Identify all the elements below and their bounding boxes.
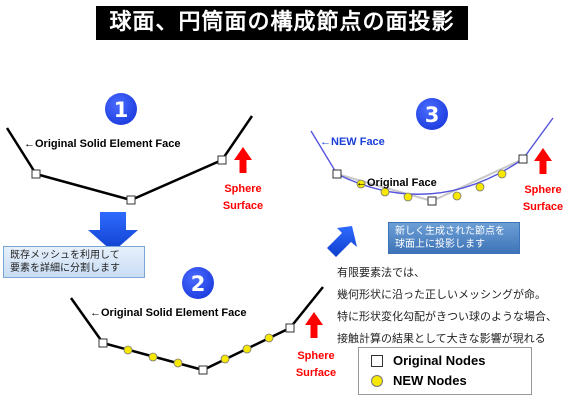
note-line: 球面上に投影します: [395, 239, 485, 250]
diagonal-arrow-icon: [327, 226, 357, 257]
step-1-circle: [105, 93, 137, 125]
new-nodes-3: [356, 169, 507, 202]
step-1-number: 1: [114, 98, 129, 122]
info-line: 接触計算の結果として大きな影響が現れる: [337, 332, 546, 345]
legend-row-original: Original Nodes: [371, 353, 485, 368]
step-3-group: 3 ←NEW Face ←Original Face Sphere Surfac…: [310, 98, 563, 213]
circle-node-icon: [371, 374, 383, 387]
new-node: [220, 354, 230, 364]
surface-label-1: Surface: [223, 200, 263, 212]
square-node-icon: [371, 354, 383, 367]
new-node: [356, 179, 366, 189]
new-node: [242, 344, 252, 354]
projection-note: 新しく生成された節点を 球面上に投影します: [388, 222, 520, 254]
original-node: [98, 338, 108, 348]
original-face-1-line: [5, 115, 254, 202]
legend: Original Nodes NEW Nodes: [358, 347, 532, 395]
page-title: 球面、円筒面の構成節点の面投影: [96, 6, 468, 40]
sphere-label-2: Sphere: [297, 350, 334, 362]
original-node: [427, 196, 437, 206]
new-face-line: [310, 117, 554, 195]
original-node: [217, 155, 227, 165]
info-line: 特に形状変化勾配がきつい球のような場合、: [337, 310, 557, 323]
new-nodes-2: [123, 333, 274, 368]
info-line: 有限要素法では、: [337, 266, 425, 279]
new-node: [173, 358, 183, 368]
mesh-split-note: 既存メッシュを利用して 要素を詳細に分割します: [3, 246, 145, 278]
new-node: [403, 192, 413, 202]
new-face-label: ←NEW Face: [320, 136, 385, 148]
original-face-label-1: ←Original Solid Element Face: [24, 138, 180, 150]
up-arrow-icon: [305, 312, 323, 338]
info-text: 有限要素法では、 幾何形状に沿った正しいメッシングが命。 特に形状変化勾配がきつ…: [337, 262, 557, 350]
new-node: [380, 187, 390, 197]
original-face-2-line: [69, 286, 324, 372]
original-node: [285, 323, 295, 333]
up-arrow-icon: [534, 148, 552, 174]
info-line: 幾何形状に沿った正しいメッシングが命。: [337, 288, 546, 301]
legend-new-label: NEW Nodes: [393, 373, 467, 388]
step-2-number: 2: [191, 272, 206, 296]
original-node: [332, 169, 342, 179]
step-2-circle: [182, 267, 214, 299]
original-node: [198, 365, 208, 375]
original-node: [518, 154, 528, 164]
new-node: [123, 345, 133, 355]
original-node: [31, 169, 41, 179]
legend-row-new: NEW Nodes: [371, 373, 467, 388]
surface-label-3: Surface: [523, 201, 563, 213]
sphere-label-3: Sphere: [524, 184, 561, 196]
step-3-circle: [416, 98, 448, 130]
note-line: 既存メッシュを利用して: [10, 250, 120, 261]
new-node: [148, 352, 158, 362]
note-line: 要素を詳細に分割します: [10, 263, 120, 274]
step-2-group: 2 ←Original Solid Element Face Sphere Su…: [69, 267, 336, 379]
new-node: [497, 169, 507, 179]
up-arrow-icon: [234, 147, 252, 173]
new-node: [452, 191, 462, 201]
new-node: [264, 333, 274, 343]
original-node: [126, 195, 136, 205]
sphere-label-1: Sphere: [224, 183, 261, 195]
down-arrow-icon: [88, 212, 138, 252]
legend-original-label: Original Nodes: [393, 353, 486, 368]
note-line: 新しく生成された節点を: [395, 226, 505, 237]
step-3-number: 3: [425, 103, 440, 127]
original-face-label-2: ←Original Solid Element Face: [90, 307, 246, 319]
step-1-group: 1 ←Original Solid Element Face Sphere Su…: [5, 93, 263, 212]
surface-label-2: Surface: [296, 367, 336, 379]
original-face-label-3: ←Original Face: [356, 177, 437, 189]
new-node: [475, 182, 485, 192]
